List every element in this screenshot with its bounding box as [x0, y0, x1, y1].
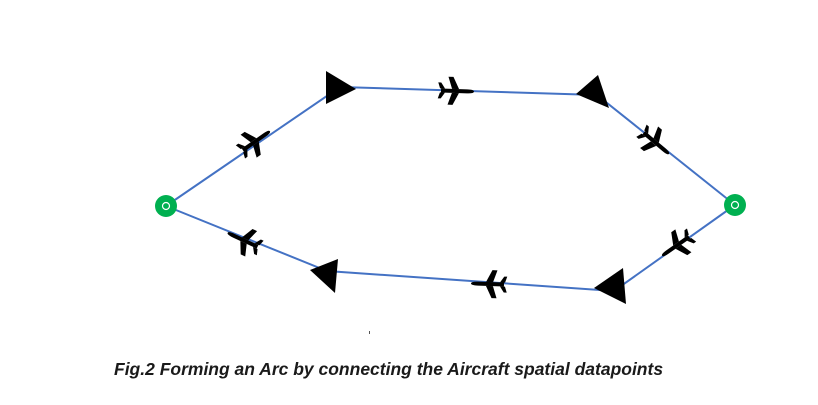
direction-arrow-icon — [326, 71, 356, 104]
airplane-icon — [437, 76, 475, 106]
airplane-icon — [632, 120, 679, 165]
direction-arrow-icon — [576, 75, 609, 108]
arc-path-lower — [165, 204, 736, 293]
airplane-icon — [221, 220, 267, 261]
airplane-icon — [654, 223, 700, 268]
direction-arrow-icon — [310, 259, 338, 293]
stray-mark — [369, 331, 370, 334]
airplane-icon — [470, 269, 508, 299]
left-endpoint-node — [155, 195, 177, 217]
right-endpoint-node — [724, 194, 746, 216]
figure-caption: Fig.2 Forming an Arc by connecting the A… — [114, 359, 664, 379]
direction-arrow-icon — [594, 268, 626, 304]
